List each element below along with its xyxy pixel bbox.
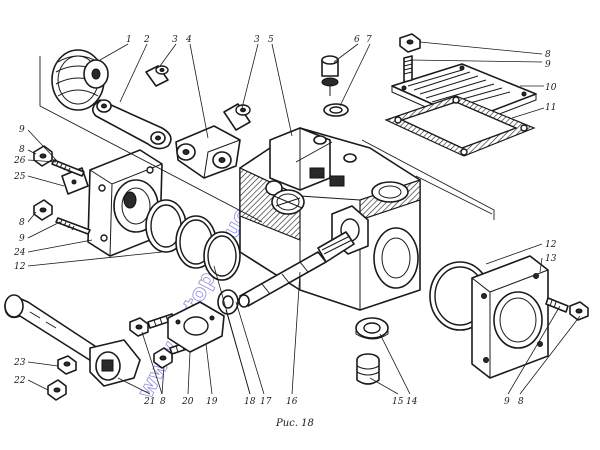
- callout-20: 20: [181, 397, 194, 407]
- bushing-lower: [223, 103, 251, 131]
- nut-center-lower: [129, 317, 149, 337]
- callout-12: 12: [545, 240, 557, 250]
- callout-8: 8: [160, 397, 166, 407]
- callout-labels: 1 2 3 4 3 5 6 7 8 9 10 11 9 8 26 25 8 9 …: [13, 35, 557, 407]
- callout-13: 13: [545, 254, 557, 264]
- spacer-washer: [217, 289, 239, 315]
- callout-9: 9: [19, 234, 25, 244]
- crank-handle: [4, 294, 141, 387]
- callout-7: 7: [366, 35, 372, 45]
- callout-17: 17: [260, 397, 272, 407]
- nut-lower-left: [47, 379, 67, 401]
- bolt-right: [545, 297, 569, 313]
- bushing-upper: [145, 65, 169, 87]
- callout-9: 9: [545, 60, 551, 70]
- callout-9: 9: [504, 397, 510, 407]
- right-flange-plate: [471, 255, 549, 379]
- gear: [271, 189, 305, 215]
- washer-lower-left: [57, 355, 77, 375]
- drain-plug: [356, 353, 380, 385]
- callout-9: 9: [19, 125, 25, 135]
- callout-1: 1: [126, 35, 132, 45]
- breather-valve: [321, 55, 339, 96]
- seal-ring-c: [203, 231, 241, 281]
- main-housing: [239, 127, 421, 311]
- callout-2: 2: [143, 35, 150, 45]
- callout-22: 22: [13, 376, 26, 386]
- callout-8: 8: [19, 145, 25, 155]
- callout-12: 12: [14, 262, 26, 272]
- drive-shaft: [238, 231, 355, 308]
- callout-16: 16: [286, 397, 298, 407]
- callout-3: 3: [254, 35, 260, 45]
- figure-caption: Рис. 18: [275, 418, 314, 429]
- bolt-left-upper: [51, 159, 85, 177]
- nut-top-right: [399, 33, 421, 53]
- callout-8: 8: [518, 397, 524, 407]
- breather-washer: [323, 103, 349, 117]
- bearing-cap: [167, 301, 225, 353]
- nut-left-mid: [33, 199, 53, 221]
- callout-23: 23: [13, 358, 26, 368]
- nut-right: [569, 301, 589, 321]
- callout-26: 26: [13, 156, 26, 166]
- pulley: [51, 49, 109, 111]
- assembly-axes: [39, 56, 495, 223]
- callout-5: 5: [268, 35, 274, 45]
- callout-25: 25: [13, 172, 26, 182]
- nut-center-mid: [153, 347, 173, 369]
- callout-24: 24: [13, 248, 26, 258]
- callout-8: 8: [19, 218, 25, 228]
- callout-15: 15: [392, 397, 404, 407]
- callout-8: 8: [545, 50, 551, 60]
- nut-left-upper: [33, 145, 53, 167]
- screw-top-right: [403, 55, 413, 83]
- leader-lines: [27, 41, 581, 395]
- callout-10: 10: [545, 83, 557, 93]
- callout-14: 14: [406, 397, 418, 407]
- lever-arm: [92, 99, 172, 150]
- top-cover-gasket: [384, 95, 536, 157]
- callout-6: 6: [354, 35, 360, 45]
- callout-19: 19: [206, 397, 218, 407]
- callout-11: 11: [545, 103, 556, 113]
- callout-3: 3: [172, 35, 178, 45]
- bolt-left-mid: [55, 217, 91, 235]
- callout-18: 18: [244, 397, 256, 407]
- callout-21: 21: [143, 397, 155, 407]
- fork-clevis: [175, 125, 241, 179]
- callout-4: 4: [185, 35, 192, 45]
- bottom-washer: [355, 317, 389, 340]
